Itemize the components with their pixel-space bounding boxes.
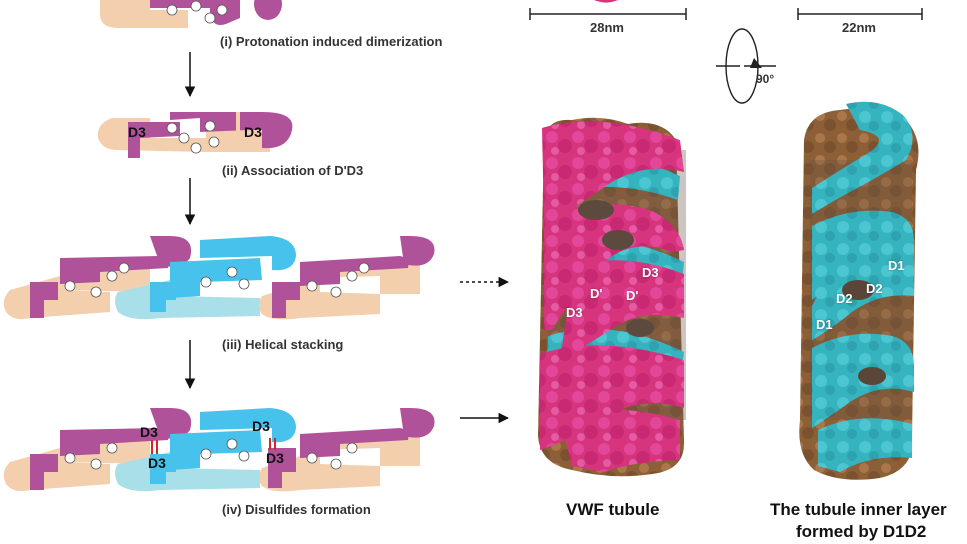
scale-bar-right	[797, 8, 923, 20]
inner-layer-title-line1: The tubule inner layer	[770, 500, 947, 519]
tubule-domain-dprime-left: D'	[590, 286, 603, 301]
rotation-label: 90°	[756, 72, 775, 86]
scale-bar-left	[529, 8, 687, 20]
inner-domain-d2-left: D2	[836, 291, 853, 306]
pink-blob-top	[594, 0, 618, 3]
inner-layer-title-line2: formed by D1D2	[796, 522, 927, 541]
step2-domain-d3-right: D3	[244, 124, 262, 140]
step3-stack	[3, 236, 435, 320]
step4-stack	[3, 408, 435, 492]
step4-domain-d3-a: D3	[140, 424, 158, 440]
step-3-label: (iii) Helical stacking	[222, 337, 344, 352]
rotation-icon	[716, 28, 776, 104]
step1-dimer	[100, 0, 282, 28]
inner-layer-tubule	[799, 101, 919, 480]
inner-domain-d1-bottom: D1	[816, 317, 833, 332]
scale-bar-left-label: 28nm	[590, 20, 624, 35]
step-1-label: (i) Protonation induced dimerization	[220, 34, 443, 49]
scale-bar-right-label: 22nm	[842, 20, 876, 35]
inner-domain-d2-right: D2	[866, 281, 883, 296]
tubule-domain-d3-bottom: D3	[566, 305, 583, 320]
vwf-tubule	[538, 117, 686, 477]
tubule-domain-d3-top: D3	[642, 265, 659, 280]
step-4-label: (iv) Disulfides formation	[222, 502, 371, 517]
tubule-title: VWF tubule	[566, 500, 660, 519]
inner-domain-d1-top: D1	[888, 258, 905, 273]
step4-domain-d3-d: D3	[266, 450, 284, 466]
step4-domain-d3-c: D3	[252, 418, 270, 434]
step2-domain-d3-left: D3	[128, 124, 146, 140]
step-2-label: (ii) Association of D'D3	[222, 163, 364, 178]
tubule-domain-dprime-right: D'	[626, 288, 639, 303]
step4-domain-d3-b: D3	[148, 455, 166, 471]
step2-dimer	[97, 112, 293, 158]
